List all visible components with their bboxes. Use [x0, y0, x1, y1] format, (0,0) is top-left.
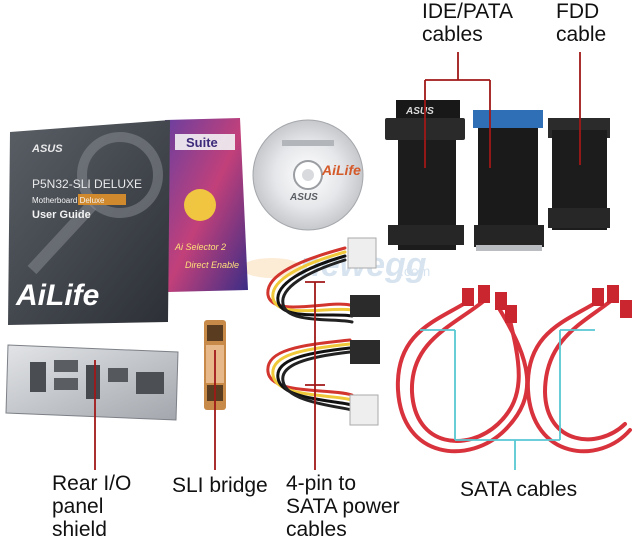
callout-leader-lines — [94, 52, 595, 470]
ide-pata-cables: ASUS — [385, 100, 544, 251]
box-subtitle-1: Motherboard Deluxe — [32, 196, 105, 205]
watermark-tld: .com — [400, 263, 430, 279]
box-logo: AiLife — [15, 279, 99, 312]
box-subtitle-2: User Guide — [32, 209, 91, 221]
ai-suite-cd-sleeve: Suite Ai Selector 2 Direct Enable — [165, 118, 248, 292]
disc-logo: AiLife — [321, 162, 361, 178]
fdd-cable — [548, 118, 610, 230]
suite-text: Suite — [186, 135, 218, 150]
sli-bridge-label: SLI bridge — [172, 474, 268, 497]
disc-brand: ASUS — [289, 192, 318, 203]
svg-text:Direct Enable: Direct Enable — [185, 260, 239, 270]
box-brand: ASUS — [31, 143, 63, 155]
box-title: P5N32-SLI DELUXE — [32, 177, 142, 191]
cable-brand: ASUS — [405, 106, 434, 117]
svg-text:Ai Selector 2: Ai Selector 2 — [174, 242, 226, 252]
rear-io-shield — [5, 344, 179, 421]
driver-cd: ASUS AiLife — [252, 119, 364, 231]
sata-cables-label: SATA cables — [460, 478, 578, 501]
sata-data-cables — [395, 285, 632, 454]
user-guide-box: ASUS P5N32-SLI DELUXE Motherboard Deluxe… — [8, 120, 170, 325]
